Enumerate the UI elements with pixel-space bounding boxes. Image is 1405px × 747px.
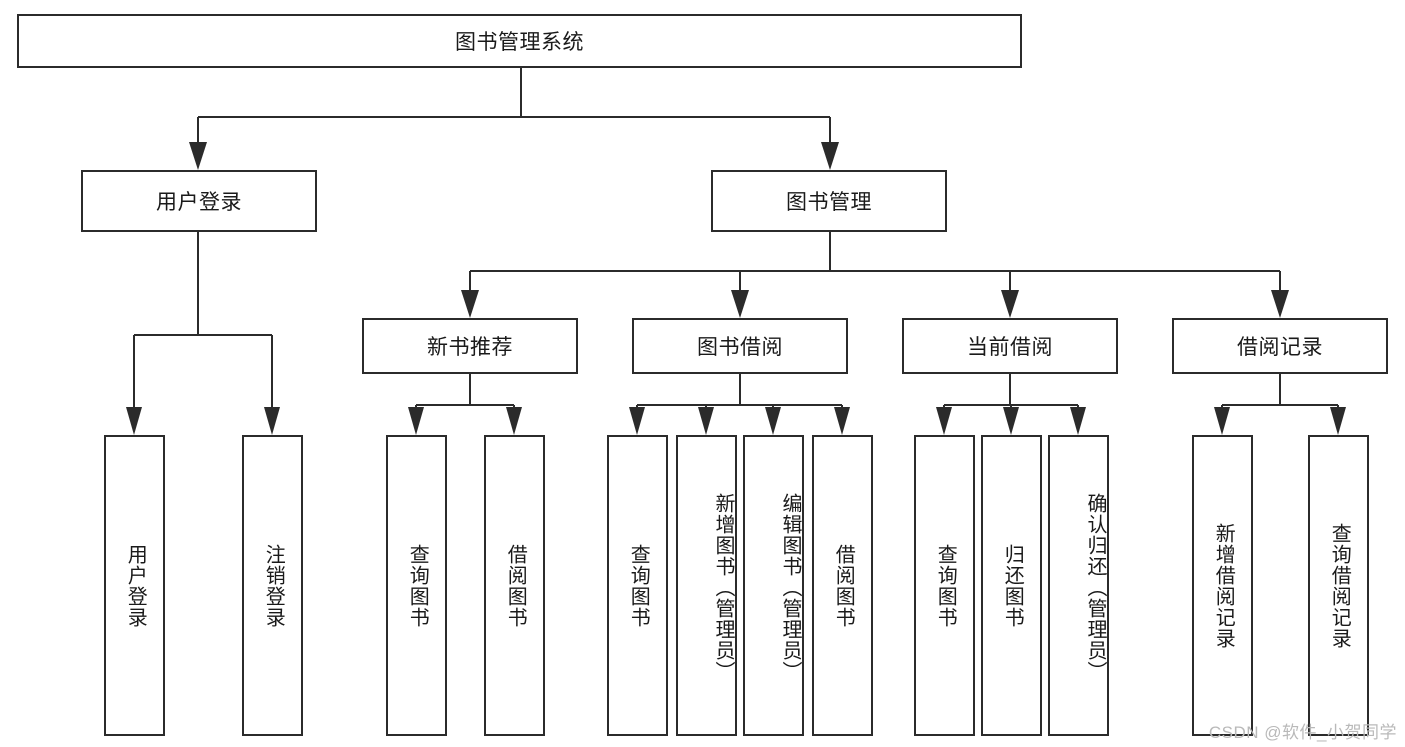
node-borrow-record[interactable]: 借阅记录 [1172, 318, 1388, 374]
node-root[interactable]: 图书管理系统 [17, 14, 1022, 68]
arrowhead-leaf-add-record [1214, 407, 1230, 435]
arrowhead-book-management [821, 142, 839, 170]
arrowhead-leaf-return-book [1003, 407, 1019, 435]
node-leaf-edit-book[interactable]: 编辑图书（管理员） [743, 435, 804, 736]
arrowhead-current-borrow [1001, 290, 1019, 318]
node-leaf-return-book[interactable]: 归还图书 [981, 435, 1042, 736]
arrowhead-leaf-query-book-1 [408, 407, 424, 435]
arrowhead-book-borrow [731, 290, 749, 318]
node-leaf-query-book-1[interactable]: 查询图书 [386, 435, 447, 736]
arrowhead-leaf-confirm-return [1070, 407, 1086, 435]
arrowhead-leaf-add-book [698, 407, 714, 435]
arrowhead-leaf-user-logout [264, 407, 280, 435]
node-leaf-user-logout[interactable]: 注销登录 [242, 435, 303, 736]
node-new-book-recommend[interactable]: 新书推荐 [362, 318, 578, 374]
arrowhead-leaf-query-record [1330, 407, 1346, 435]
arrowhead-new-book [461, 290, 479, 318]
arrowhead-leaf-edit-book [765, 407, 781, 435]
arrowhead-leaf-user-login [126, 407, 142, 435]
arrowhead-user-login [189, 142, 207, 170]
node-leaf-borrow-book-1[interactable]: 借阅图书 [484, 435, 545, 736]
node-leaf-query-record[interactable]: 查询借阅记录 [1308, 435, 1369, 736]
node-leaf-borrow-book-2[interactable]: 借阅图书 [812, 435, 873, 736]
node-user-login[interactable]: 用户登录 [81, 170, 317, 232]
node-leaf-user-login[interactable]: 用户登录 [104, 435, 165, 736]
node-book-borrow[interactable]: 图书借阅 [632, 318, 848, 374]
node-current-borrow[interactable]: 当前借阅 [902, 318, 1118, 374]
arrowhead-leaf-query-book-2 [629, 407, 645, 435]
node-leaf-confirm-return[interactable]: 确认归还（管理员） [1048, 435, 1109, 736]
watermark-text: CSDN @软件_小贺同学 [1208, 723, 1397, 742]
arrowhead-leaf-borrow-book-2 [834, 407, 850, 435]
arrowhead-leaf-query-book-3 [936, 407, 952, 435]
node-leaf-query-book-3[interactable]: 查询图书 [914, 435, 975, 736]
arrowhead-borrow-record [1271, 290, 1289, 318]
node-leaf-query-book-2[interactable]: 查询图书 [607, 435, 668, 736]
arrowhead-leaf-borrow-book-1 [506, 407, 522, 435]
node-leaf-add-record[interactable]: 新增借阅记录 [1192, 435, 1253, 736]
node-book-management[interactable]: 图书管理 [711, 170, 947, 232]
node-leaf-add-book[interactable]: 新增图书（管理员） [676, 435, 737, 736]
